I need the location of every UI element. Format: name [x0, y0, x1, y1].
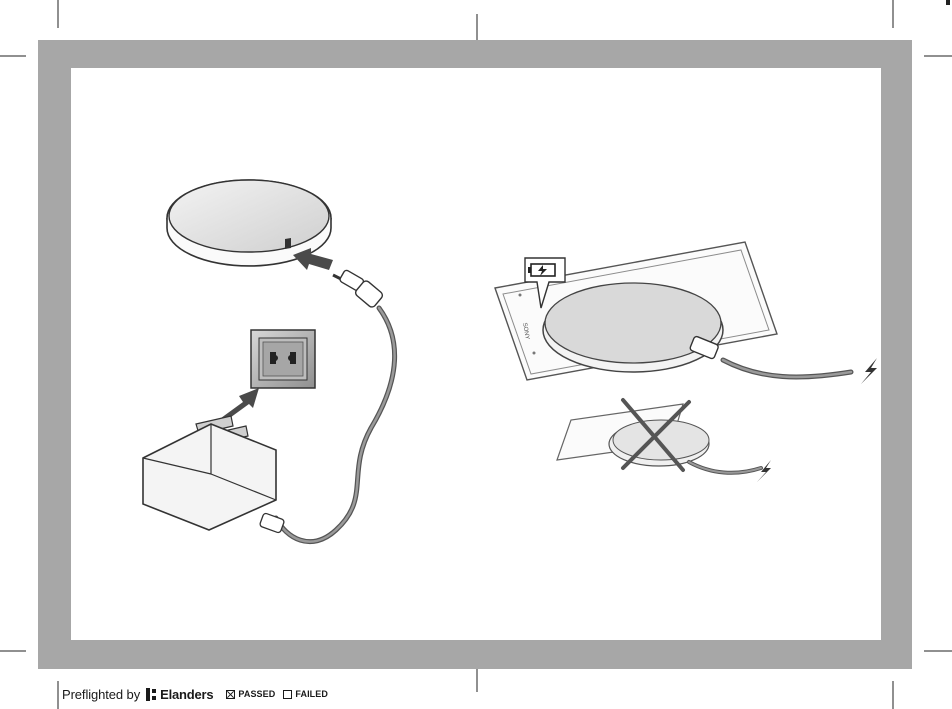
instruction-illustration: SONY [71, 68, 881, 640]
passed-label: PASSED [238, 689, 275, 699]
failed-label: FAILED [295, 689, 328, 699]
pad-cable-plug-icon [333, 269, 384, 308]
document-frame: SONY [38, 40, 912, 669]
illustration-panel: SONY [71, 68, 881, 640]
arrow-to-socket-icon [221, 388, 259, 420]
elanders-mark-icon [146, 688, 157, 701]
lightning-bolt-icon [861, 358, 877, 384]
preflighted-by-label: Preflighted by [62, 687, 140, 702]
wall-socket-icon [251, 330, 315, 388]
failed-status: FAILED [283, 689, 328, 699]
power-adapter-icon [143, 416, 285, 533]
lightning-bolt-small-icon [757, 460, 771, 482]
failed-checkbox-icon [283, 690, 292, 699]
preflight-stamp: Preflighted by Elanders PASSED FAILED [62, 686, 336, 702]
elanders-logo: Elanders [146, 687, 213, 702]
passed-status: PASSED [226, 689, 275, 699]
passed-checkbox-icon [226, 690, 235, 699]
incorrect-placement-icon [557, 404, 761, 473]
elanders-brand-text: Elanders [160, 687, 213, 702]
